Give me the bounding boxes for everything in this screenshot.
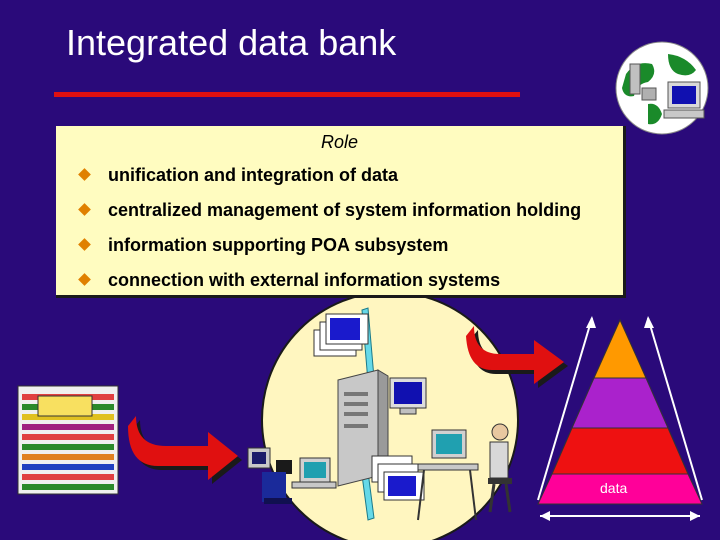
document-stack-icon	[17, 385, 119, 495]
operator-right-icon	[417, 423, 512, 521]
list-item: centralized management of system informa…	[78, 197, 582, 232]
list-item: unification and integration of data	[78, 162, 581, 197]
operator-left-icon	[247, 447, 337, 504]
red-arrow-right-icon	[466, 326, 568, 388]
pyramid-base-label: data	[600, 480, 628, 496]
role-heading: Role	[320, 132, 359, 152]
screen-stack-bottom-icon	[371, 455, 425, 501]
bullet-text: unification and integration of data	[108, 165, 398, 185]
title-underline	[54, 92, 520, 97]
red-arrow-left-icon	[128, 416, 242, 484]
bullet-diamond-icon	[78, 168, 91, 181]
pyramid-icon	[537, 316, 703, 521]
list-item: connection with external information sys…	[78, 267, 581, 302]
role-bullet-list: unification and integration of data cent…	[78, 162, 582, 302]
bullet-text: information supporting POA subsystem	[108, 235, 449, 255]
bullet-diamond-icon	[78, 238, 91, 251]
screen-stack-icon	[313, 313, 369, 357]
bullet-diamond-icon	[78, 203, 91, 216]
bullet-text: centralized management of system informa…	[108, 200, 582, 220]
scene-circle	[261, 291, 519, 540]
server-icon	[337, 369, 389, 487]
bullet-text: connection with external information sys…	[108, 270, 501, 290]
role-panel: Role unification and integration of data…	[56, 126, 626, 298]
workstation-icon	[389, 377, 427, 415]
globe-computer-icon	[615, 41, 709, 135]
slide-title: Integrated data bank	[66, 22, 397, 63]
list-item: information supporting POA subsystem	[78, 232, 581, 267]
bullet-diamond-icon	[78, 273, 91, 286]
